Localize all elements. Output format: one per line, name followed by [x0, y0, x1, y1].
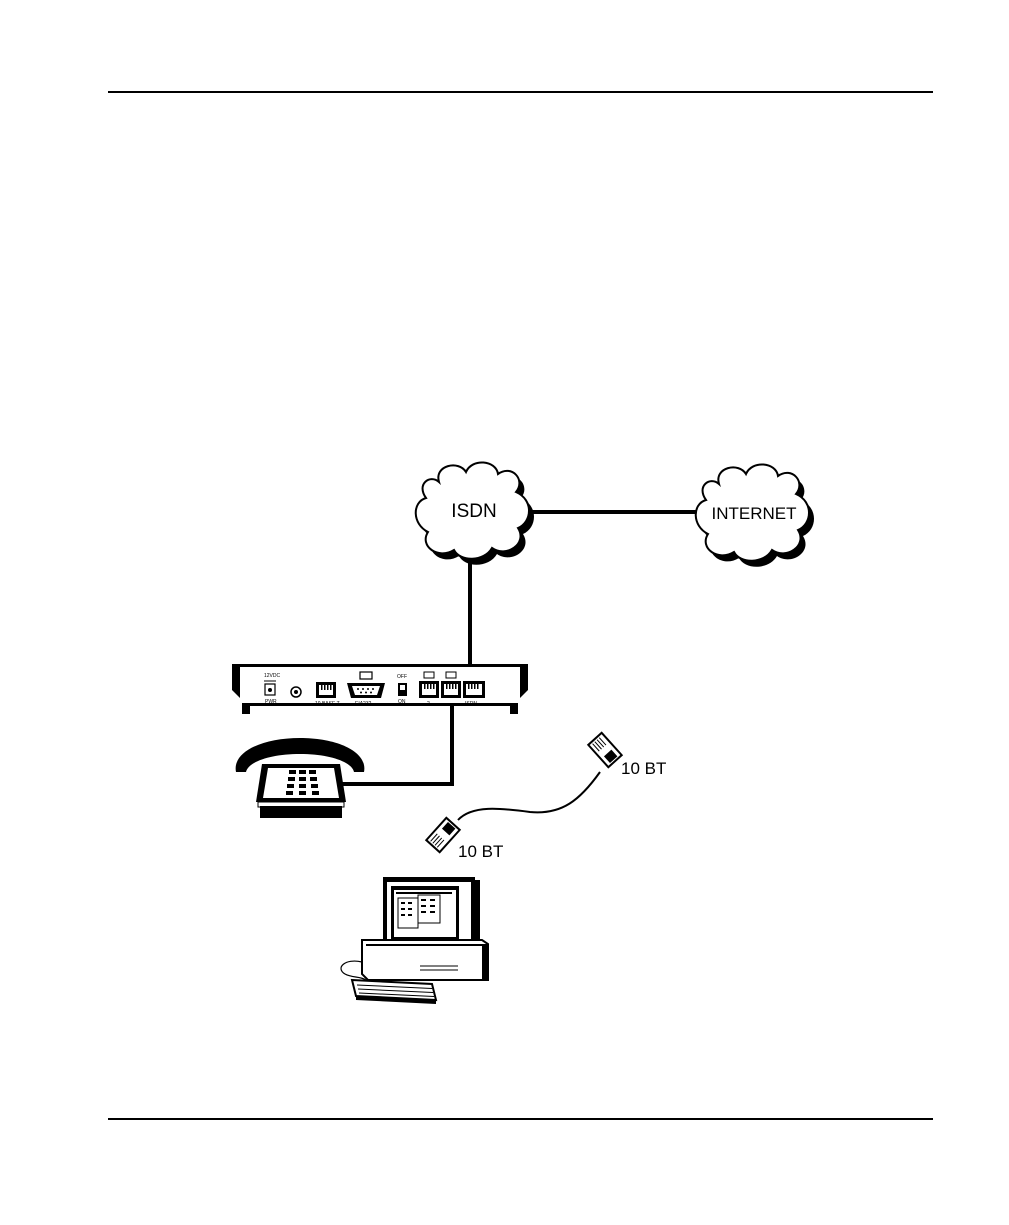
phone-port-2-label: 2: [427, 701, 430, 707]
switch-on-label: ON: [398, 699, 406, 705]
pwr-label: PWR: [265, 699, 277, 705]
internet-cloud-label: INTERNET: [712, 504, 797, 523]
isdn-cloud-label: ISDN: [451, 501, 496, 522]
power-rating-label: 12VDC: [264, 673, 281, 679]
telephone: [236, 738, 365, 818]
lower-rj45-connector: [426, 818, 459, 852]
isdn-port-label: ISDN: [465, 701, 477, 707]
lower-connector-label: 10 BT: [458, 842, 503, 861]
ethernet-port-label: 10 BASE T: [315, 701, 340, 707]
ethernet-cable: [458, 772, 600, 820]
serial-port-label: EIA232: [355, 701, 372, 707]
internet-cloud: INTERNET: [696, 464, 814, 566]
computer: [341, 877, 488, 1004]
upper-connector-label: 10 BT: [621, 759, 666, 778]
isdn-cloud: ISDN: [416, 462, 534, 564]
ethernet-port: 10 BASE T: [315, 682, 340, 707]
router: 12VDC PWR 10 BASE T EIA232 OFF: [232, 664, 528, 714]
switch-off-label: OFF: [397, 674, 407, 680]
upper-rj45-connector: [588, 733, 621, 767]
